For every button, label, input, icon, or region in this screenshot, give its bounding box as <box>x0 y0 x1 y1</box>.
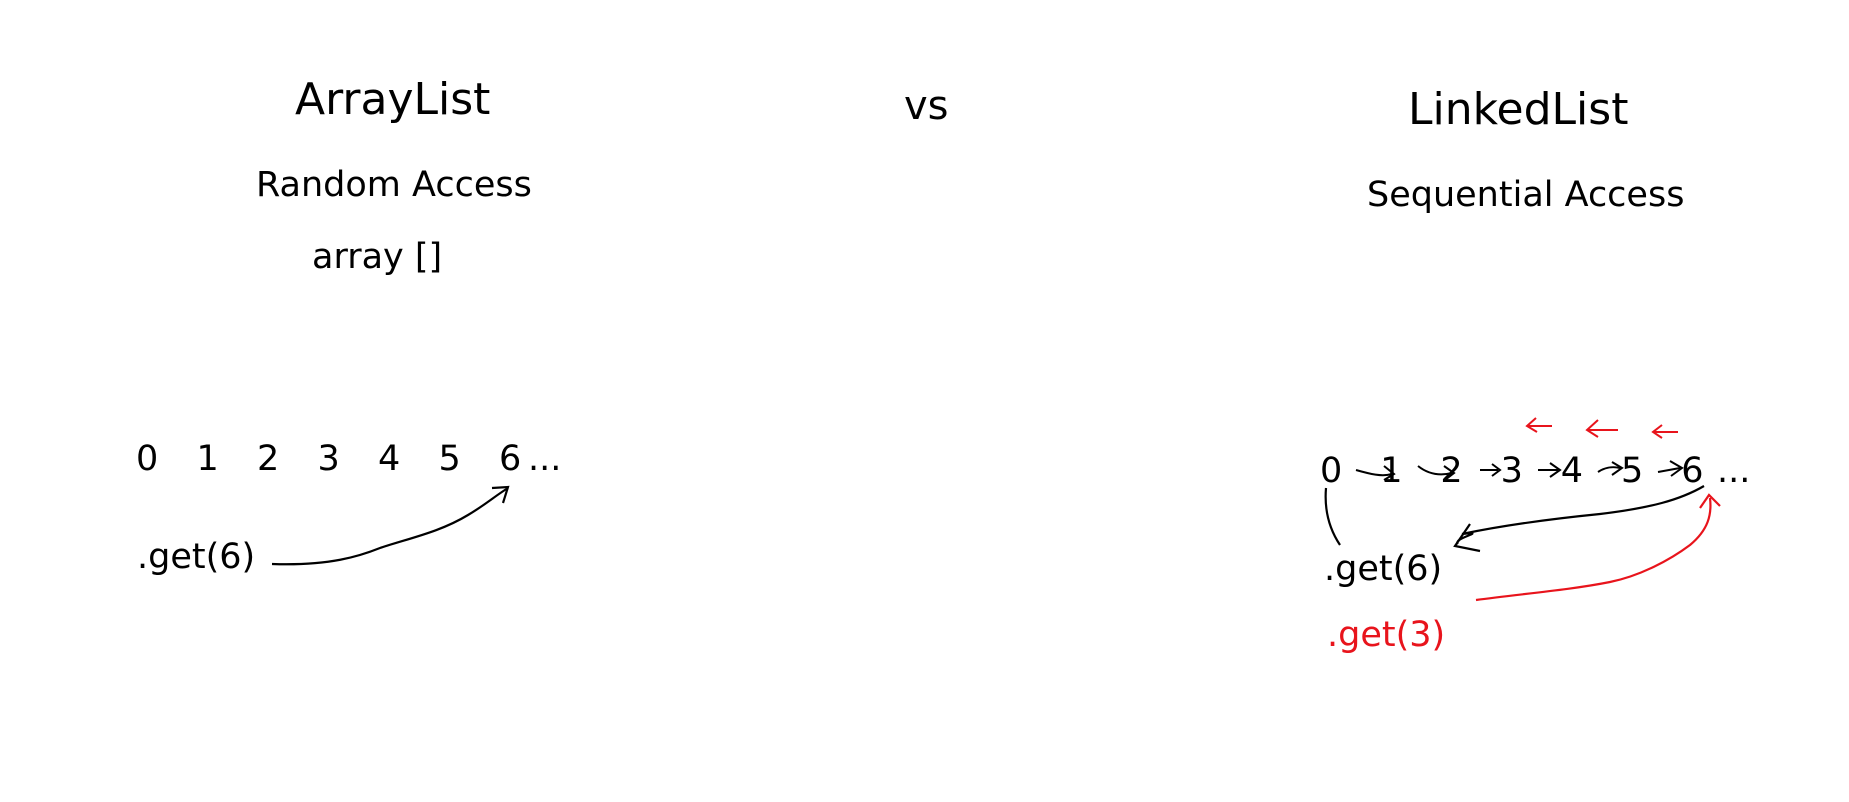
link-arrow-1-2 <box>1417 465 1453 476</box>
link-arrow-5-6-head <box>1669 460 1684 477</box>
arraylist-index-6: 6 <box>499 439 521 479</box>
linkedlist-node-3: 3 <box>1501 451 1523 491</box>
linkedlist-node-5: 5 <box>1621 451 1643 491</box>
back-arrow-3-head <box>1651 424 1663 439</box>
link-arrow-2-3-head <box>1491 463 1502 477</box>
link-arrow-3-4-head <box>1549 462 1562 478</box>
linkedlist-backward-links <box>1525 417 1678 439</box>
link-arrow-0-1-head <box>1383 465 1396 481</box>
linkedlist-node-2: 2 <box>1440 451 1462 491</box>
back-arrow-1-head <box>1525 417 1538 433</box>
arraylist-direct-access-arrow <box>271 487 509 566</box>
linkedlist-red-arrowhead-icon <box>1699 493 1721 509</box>
linkedlist-red-traversal-arrow <box>1475 497 1712 602</box>
arraylist-index-0: 0 <box>136 439 158 479</box>
vs-separator: vs <box>904 83 949 129</box>
linkedlist-title: LinkedList <box>1408 84 1629 135</box>
arraylist-index-4: 4 <box>378 439 400 479</box>
arraylist-subtitle: Random Access <box>256 165 532 205</box>
arraylist-arrowhead-icon <box>491 485 510 504</box>
arraylist-index-2: 2 <box>257 439 279 479</box>
arraylist-title: ArrayList <box>295 74 491 125</box>
link-arrow-5-6 <box>1657 467 1681 473</box>
arraylist-index-5: 5 <box>439 439 461 479</box>
linkedlist-node-4: 4 <box>1561 451 1583 491</box>
link-arrow-1-2-head <box>1443 465 1456 481</box>
linkedlist-start-link <box>1324 487 1341 546</box>
arraylist-ellipsis: ... <box>528 439 561 479</box>
back-arrow-2-head <box>1585 419 1599 438</box>
linkedlist-node-0: 0 <box>1320 451 1342 491</box>
arraylist-get-call: .get(6) <box>137 537 256 577</box>
linkedlist-get-call-red: .get(3) <box>1327 615 1446 655</box>
link-arrow-4-5-head <box>1611 461 1624 476</box>
arraylist-index-3: 3 <box>318 439 340 479</box>
arraylist-structure-label: array [] <box>312 237 443 277</box>
link-arrow-4-5 <box>1597 466 1621 473</box>
link-arrow-0-1 <box>1355 469 1393 477</box>
linkedlist-get-call: .get(6) <box>1324 549 1443 589</box>
arraylist-index-1: 1 <box>197 439 219 479</box>
linkedlist-return-arrow <box>1456 485 1705 545</box>
linkedlist-node-6: 6 <box>1681 451 1703 491</box>
linkedlist-forward-links <box>1355 460 1684 481</box>
linkedlist-return-arrowhead-icon <box>1453 523 1481 553</box>
linkedlist-ellipsis: ... <box>1717 451 1750 491</box>
linkedlist-subtitle: Sequential Access <box>1367 175 1685 215</box>
linkedlist-node-1: 1 <box>1380 451 1402 491</box>
